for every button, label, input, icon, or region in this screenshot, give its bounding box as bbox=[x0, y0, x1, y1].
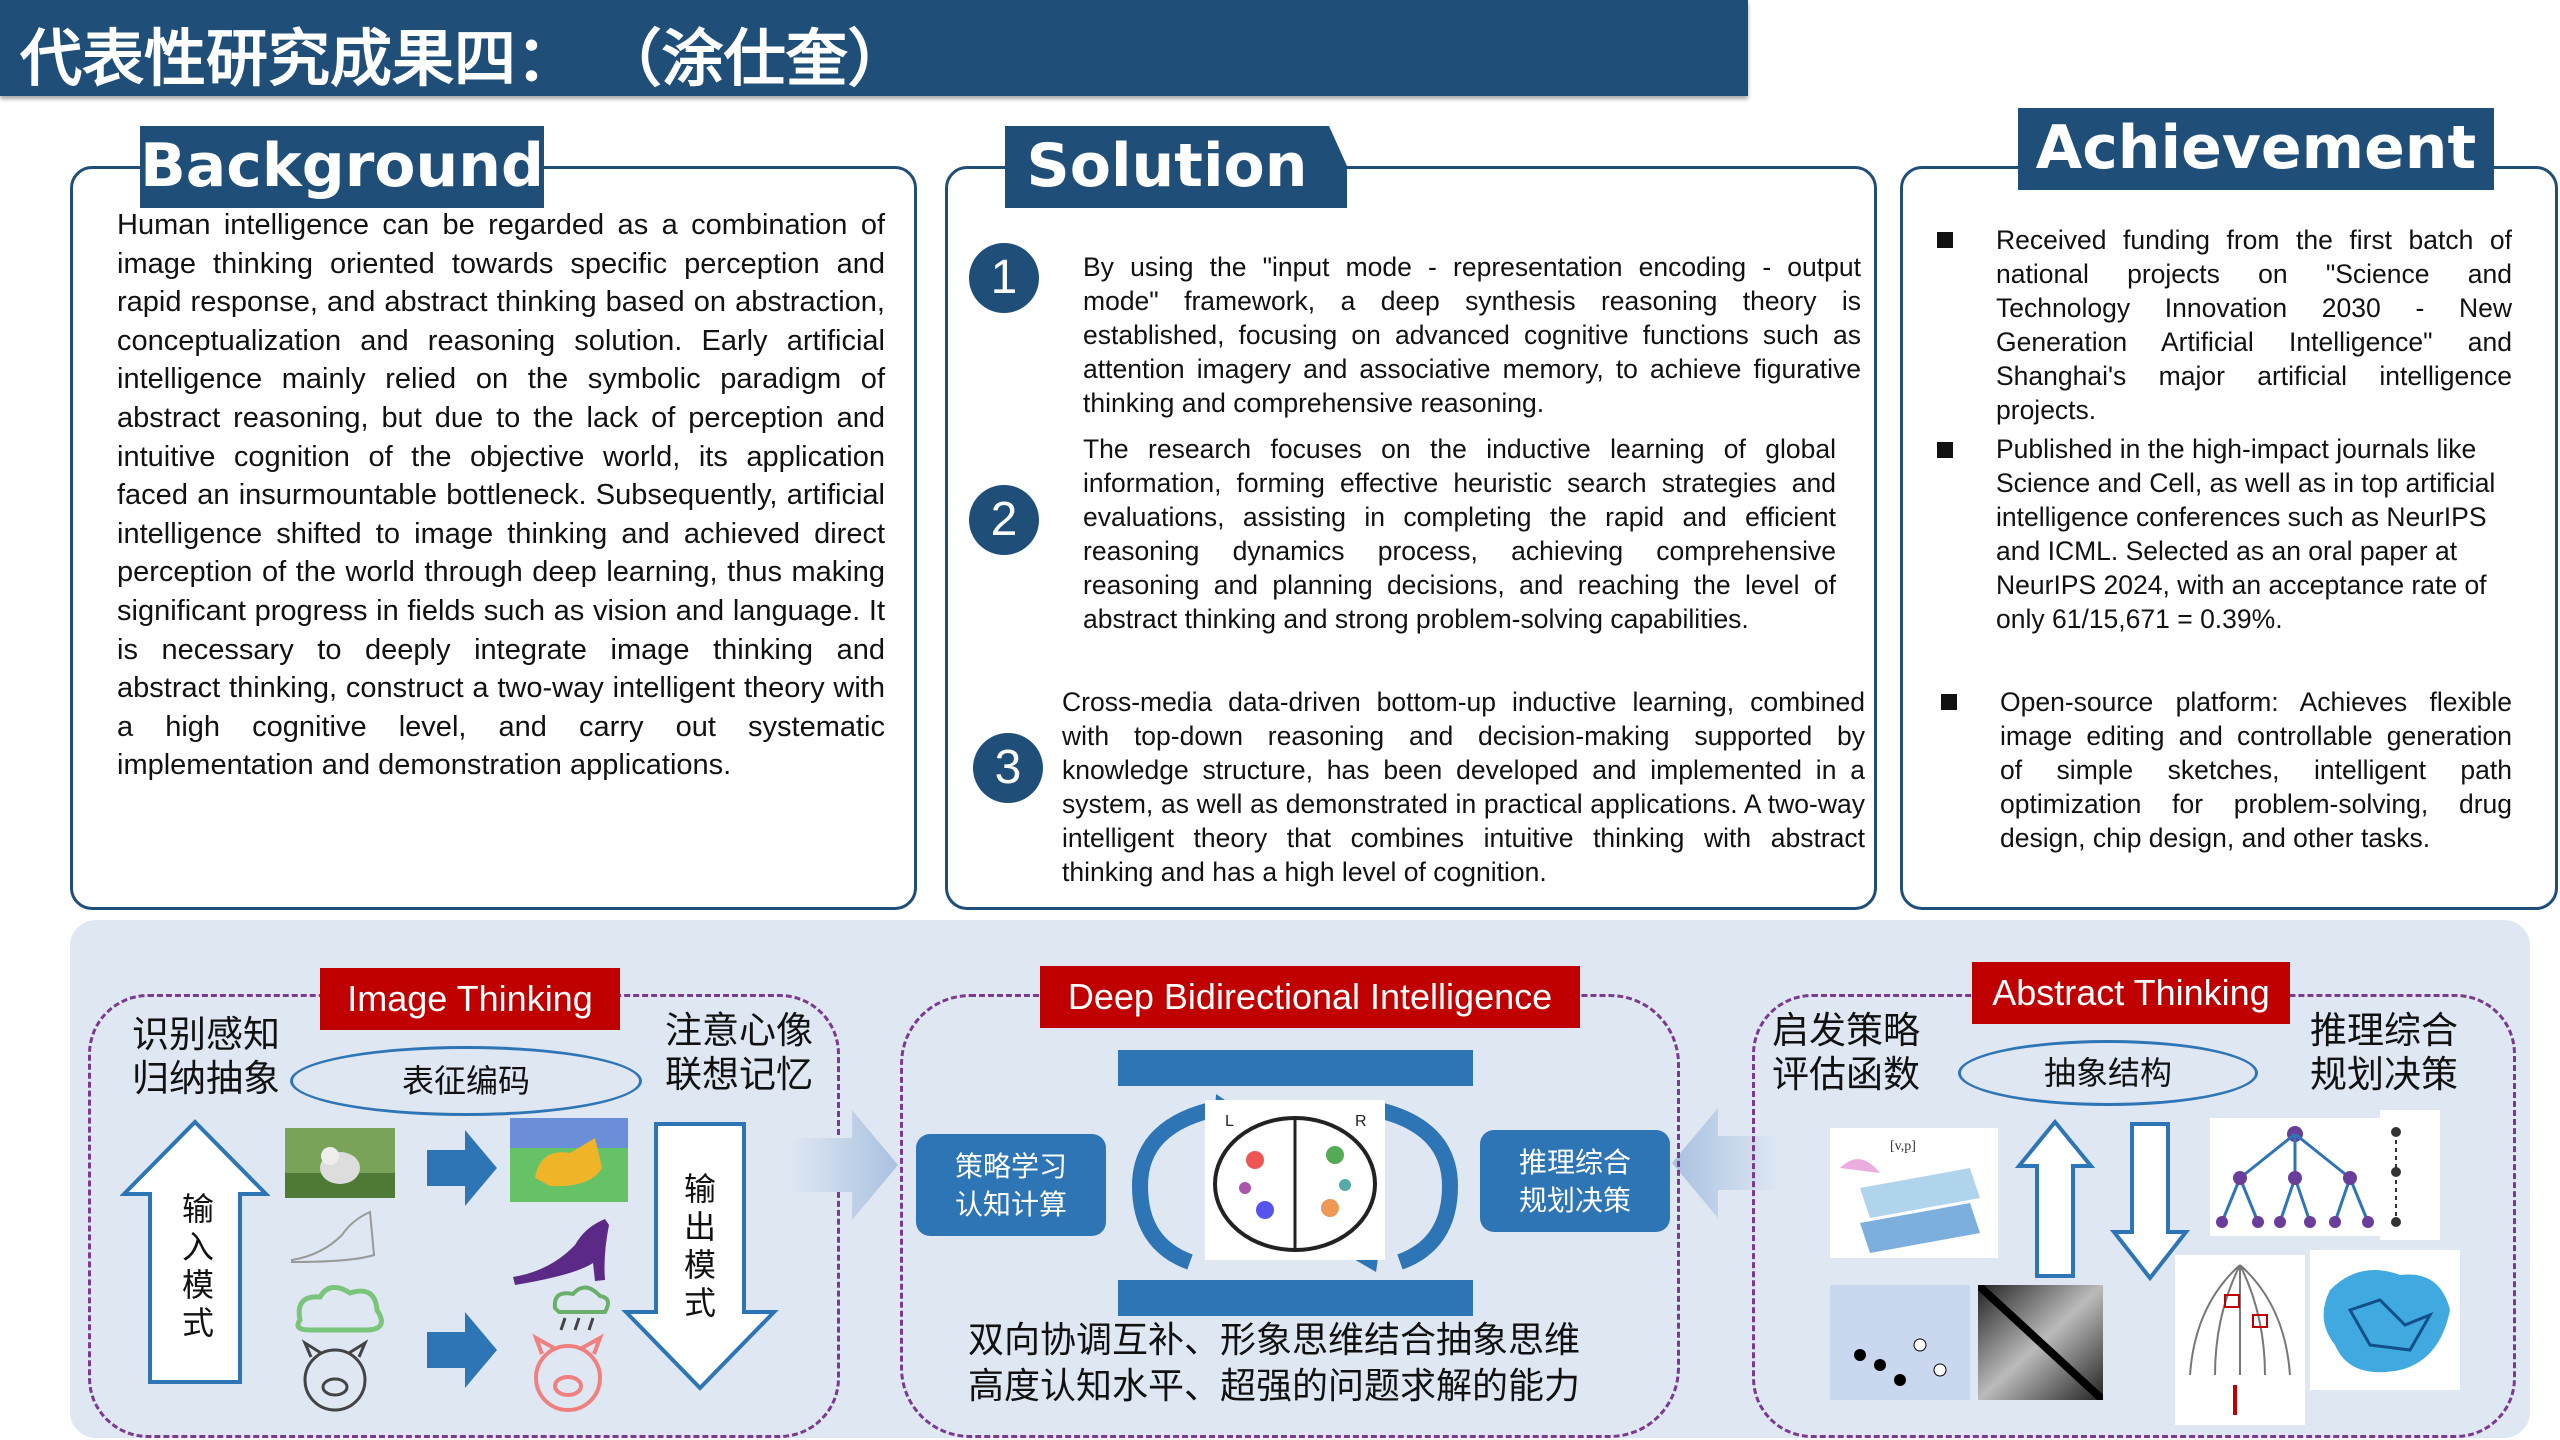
solution-number-2: 2 bbox=[969, 485, 1039, 555]
cloud-rain-image bbox=[552, 1285, 611, 1331]
image-thinking-oval: 表征编码 bbox=[290, 1046, 642, 1116]
abstract-thinking-label: Abstract Thinking bbox=[1972, 962, 2290, 1024]
flow-arrow-left-icon bbox=[1672, 1108, 1780, 1218]
solution-text-3: Cross-media data-driven bottom-up induct… bbox=[1062, 687, 1865, 887]
page-title: 代表性研究成果四： （涂仕奎） bbox=[20, 22, 910, 95]
output-mode-arrow bbox=[621, 1122, 779, 1391]
solution-tab-tail bbox=[1329, 126, 1347, 208]
search-tree-image bbox=[2210, 1118, 2380, 1236]
top-bar bbox=[1118, 1050, 1473, 1086]
abstract-thinking-right-top-1: 推理综合 bbox=[2310, 1009, 2458, 1052]
deep-caption-line-1: 双向协调互补、形象思维结合抽象思维 bbox=[968, 1320, 1581, 1361]
solution-text-1: By using the "input mode - representatio… bbox=[1083, 252, 1861, 418]
background-panel bbox=[70, 166, 917, 910]
brain-icon: L R bbox=[1205, 1100, 1385, 1260]
achievement-panel bbox=[1900, 166, 2558, 910]
solution-number-3: 3 bbox=[973, 733, 1043, 803]
svg-text:R: R bbox=[1355, 1113, 1367, 1130]
output-mode-label: 输出模式 bbox=[683, 1170, 716, 1322]
decision-tree-image bbox=[2175, 1255, 2305, 1425]
strategy-learning-box: 策略学习 认知计算 bbox=[916, 1134, 1106, 1236]
image-thinking-right-top-2: 联想记忆 bbox=[665, 1053, 813, 1096]
deep-intelligence-label: Deep Bidirectional Intelligence bbox=[1040, 966, 1580, 1028]
achievement-heading: Achievement bbox=[2018, 108, 2494, 190]
reasoning-planning-line-1: 推理综合 bbox=[1518, 1146, 1631, 1179]
shoe-sketch-image bbox=[291, 1210, 376, 1264]
achievement-text-2: Published in the high-impact journals li… bbox=[1996, 434, 2496, 634]
achievement-bullet-1 bbox=[1937, 232, 1953, 248]
solution-text-2: The research focuses on the inductive le… bbox=[1083, 434, 1836, 634]
abstract-thinking-oval: 抽象结构 bbox=[1958, 1040, 2258, 1106]
achievement-bullet-3 bbox=[1941, 694, 1957, 710]
cat-photo-image bbox=[285, 1128, 395, 1198]
achievement-bullet-2 bbox=[1937, 442, 1953, 458]
background-text: Human intelligence can be regarded as a … bbox=[117, 209, 885, 782]
solution-heading: Solution bbox=[1005, 126, 1329, 208]
down-arrow-icon bbox=[2110, 1122, 2190, 1282]
svg-text:L: L bbox=[1225, 1113, 1234, 1130]
deep-caption-line-2: 高度认知水平、超强的问题求解的能力 bbox=[968, 1366, 1581, 1407]
reasoning-planning-box: 推理综合 规划决策 bbox=[1480, 1130, 1670, 1232]
abstract-thinking-right-top-2: 规划决策 bbox=[2310, 1053, 2458, 1096]
heatmap-matrix-image bbox=[1978, 1285, 2103, 1400]
cloud-sketch-image bbox=[295, 1284, 384, 1333]
strategy-learning-line-2: 认知计算 bbox=[954, 1188, 1067, 1221]
state-sequence-image bbox=[2380, 1110, 2440, 1240]
abstract-thinking-left-top-1: 启发策略 bbox=[1772, 1009, 1920, 1052]
solution-number-1: 1 bbox=[969, 243, 1039, 313]
cat-segmentation-image bbox=[510, 1118, 628, 1202]
achievement-text-3: Open-source platform: Achieves flexible … bbox=[2000, 687, 2512, 853]
solution-panel bbox=[945, 166, 1877, 910]
image-thinking-left-top-1: 识别感知 bbox=[132, 1013, 280, 1056]
game-board-image bbox=[1830, 1285, 1970, 1400]
pink-pig-image bbox=[532, 1333, 604, 1412]
right-arrow-lower-icon bbox=[427, 1312, 497, 1388]
background-heading: Background bbox=[140, 126, 544, 208]
input-mode-arrow bbox=[120, 1119, 270, 1384]
flow-arrow-right-icon bbox=[790, 1110, 898, 1220]
route-map-image bbox=[2310, 1250, 2460, 1390]
svg-text:[v,p]: [v,p] bbox=[1890, 1139, 1916, 1154]
purple-shoe-image bbox=[513, 1219, 609, 1285]
achievement-text-1: Received funding from the first batch of… bbox=[1996, 225, 2512, 425]
abstract-thinking-left-top-2: 评估函数 bbox=[1772, 1053, 1920, 1096]
up-arrow-icon bbox=[2015, 1118, 2095, 1278]
title-bar bbox=[0, 0, 1748, 96]
image-thinking-left-top-2: 归纳抽象 bbox=[132, 1057, 280, 1100]
right-arrow-upper-icon bbox=[427, 1130, 497, 1206]
image-thinking-label: Image Thinking bbox=[320, 968, 620, 1030]
bottom-bar bbox=[1118, 1280, 1473, 1316]
strategy-learning-line-1: 策略学习 bbox=[954, 1150, 1067, 1183]
image-thinking-right-top-1: 注意心像 bbox=[665, 1009, 813, 1052]
input-mode-label: 输入模式 bbox=[181, 1190, 214, 1342]
heuristic-plot-image: [v,p] bbox=[1830, 1128, 1998, 1258]
pig-sketch-image bbox=[301, 1339, 369, 1412]
reasoning-planning-line-2: 规划决策 bbox=[1518, 1184, 1631, 1217]
